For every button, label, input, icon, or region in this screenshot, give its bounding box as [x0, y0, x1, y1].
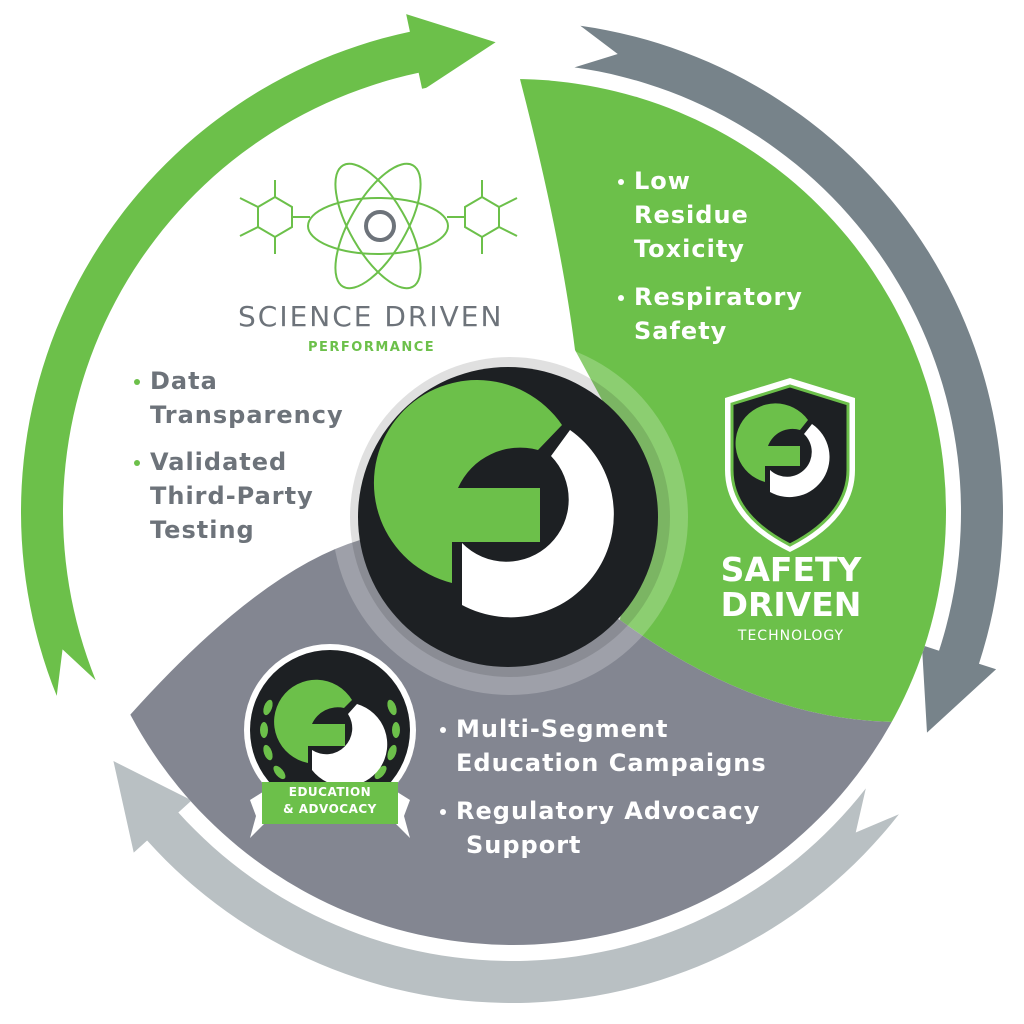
science-driven-subtitle: PERFORMANCE [308, 340, 436, 355]
bullet-text: Transparency [150, 401, 344, 429]
bullet-text: Toxicity [634, 235, 745, 263]
education-bullet-1: Multi-Segment Education Campaigns [440, 712, 767, 780]
bullet-text: Validated [150, 448, 288, 476]
science-bullet-1: Data Transparency [134, 364, 344, 432]
laurel-leaf [374, 765, 387, 780]
bullet-dot [440, 727, 446, 733]
bullet-dot [134, 460, 140, 466]
badge-line-2: & ADVOCACY [283, 802, 377, 816]
bullet-text: Testing [150, 516, 255, 544]
bullet-text: Safety [634, 317, 728, 345]
laurel-leaf [387, 744, 397, 761]
atom-molecule-icon [239, 162, 518, 290]
bullet-text: Multi-Segment [456, 715, 669, 743]
bullet-text: Third-Party [150, 482, 314, 510]
safety-title-line-1: SAFETY [720, 550, 862, 589]
laurel-leaf [263, 699, 273, 716]
center-logo [358, 367, 658, 667]
bullet-text: Low [634, 167, 691, 195]
education-badge-icon [244, 644, 416, 838]
dark-gray-cycle-arrow [574, 25, 1003, 733]
bullet-text: Data [150, 367, 218, 395]
green-cycle-arrow [21, 14, 496, 696]
badge-line-1: EDUCATION [288, 785, 372, 799]
bullet-dot [440, 809, 446, 815]
laurel-leaf [263, 744, 273, 761]
safety-driven-title: SAFETY DRIVEN [718, 552, 864, 622]
bullet-dot [134, 379, 140, 385]
laurel-leaf [392, 722, 400, 738]
shield-icon [725, 378, 855, 552]
science-driven-title: SCIENCE DRIVEN [238, 300, 504, 333]
bullet-text: Residue [634, 201, 749, 229]
bullet-dot [618, 179, 624, 185]
safety-title-line-2: DRIVEN [720, 585, 862, 624]
safety-driven-subtitle: TECHNOLOGY [737, 628, 845, 644]
bullet-dot [618, 295, 624, 301]
education-badge-label: EDUCATION & ADVOCACY [262, 784, 398, 818]
laurel-leaf [260, 722, 268, 738]
bullet-text: Regulatory Advocacy [456, 797, 761, 825]
light-gray-cycle-arrow [113, 761, 899, 1004]
laurel-leaf [273, 765, 286, 780]
science-bullet-2: Validated Third-Party Testing [134, 445, 314, 547]
bullet-text: Education Campaigns [456, 749, 767, 777]
bullet-text: Support [466, 831, 582, 859]
safety-bullet-1: Low Residue Toxicity [618, 164, 749, 266]
safety-bullet-2: Respiratory Safety [618, 280, 803, 348]
laurel-leaf [387, 699, 397, 716]
education-bullet-2: Regulatory Advocacy Support [440, 794, 760, 862]
bullet-text: Respiratory [634, 283, 803, 311]
